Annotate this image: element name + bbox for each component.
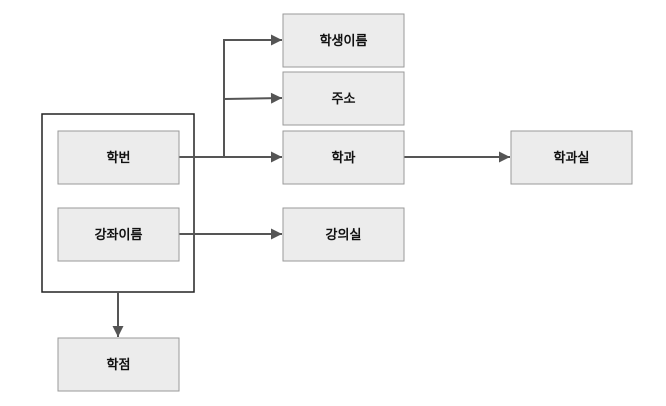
node-student-id: 학번 xyxy=(57,130,180,185)
node-student-id-label: 학번 xyxy=(107,150,131,166)
arrow-student-id-to-student-name xyxy=(223,34,282,157)
node-department: 학과 xyxy=(282,130,405,185)
node-lecture-room-label: 강의실 xyxy=(326,227,362,243)
node-department-label: 학과 xyxy=(332,150,356,166)
node-department-office: 학과실 xyxy=(510,130,633,185)
node-address-label: 주소 xyxy=(332,92,356,107)
node-lecture-room: 강의실 xyxy=(282,207,405,262)
node-course-name-label: 강좌이름 xyxy=(95,227,143,243)
node-student-name-label: 학생이름 xyxy=(320,33,368,49)
node-course-name: 강좌이름 xyxy=(57,207,180,262)
node-grade-label: 학점 xyxy=(107,357,131,373)
node-student-name: 학생이름 xyxy=(282,13,405,68)
node-department-office-label: 학과실 xyxy=(554,150,590,166)
arrow-student-id-to-address xyxy=(223,92,283,104)
connectors xyxy=(112,34,510,337)
node-address: 주소 xyxy=(282,71,405,126)
node-grade: 학점 xyxy=(57,337,180,392)
